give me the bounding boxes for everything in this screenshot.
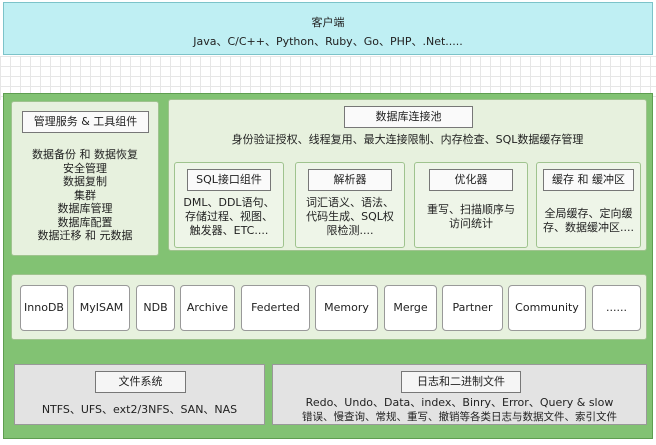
cache-title: 缓存 和 缓冲区 bbox=[543, 169, 634, 191]
filesystem-desc: NTFS、UFS、ext2/3NFS、SAN、NAS bbox=[41, 403, 238, 416]
optimizer-line: 重写、扫描顺序与 bbox=[427, 203, 515, 216]
sql-interface-desc: DML、DDL语句、 存储过程、视图、 触发器、ETC.... bbox=[175, 196, 283, 238]
sql-interface-line: 存储过程、视图、 bbox=[185, 210, 273, 223]
engine-federted: Federted bbox=[241, 285, 310, 331]
connection-pool-title: 数据库连接池 bbox=[344, 106, 473, 128]
management-item: 集群 bbox=[74, 188, 96, 202]
management-item: 数据库配置 bbox=[57, 215, 113, 229]
engine-merge: Merge bbox=[384, 285, 437, 331]
logs-line2: 错误、慢查询、常规、重写、撤销等各类日志与数据文件、索引文件 bbox=[302, 411, 617, 423]
management-item: 安全管理 bbox=[63, 161, 107, 175]
client-title: 客户端 bbox=[311, 16, 345, 29]
parser-desc: 词汇语义、语法、 代码生成、SQL权 限检测.... bbox=[296, 196, 404, 238]
parser-title: 解析器 bbox=[308, 169, 392, 191]
client-languages: Java、C/C++、Python、Ruby、Go、PHP、.Net..... bbox=[193, 35, 463, 48]
engine-myisam: MyISAM bbox=[73, 285, 130, 331]
cache-desc: 全局缓存、定向缓 存、数据缓冲区.... bbox=[537, 207, 640, 235]
connection-pool-panel: 数据库连接池 身份验证授权、线程复用、最大连接限制、内存检查、SQL数据缓存管理… bbox=[168, 99, 647, 251]
management-item: 数据复制 bbox=[63, 175, 107, 188]
optimizer-desc: 重写、扫描顺序与 访问统计 bbox=[415, 203, 527, 231]
cache-line: 全局缓存、定向缓 bbox=[544, 207, 633, 220]
management-panel: 管理服务 & 工具组件 数据备份 和 数据恢复 安全管理 数据复制 集群 数据库… bbox=[11, 101, 159, 256]
optimizer-title: 优化器 bbox=[429, 169, 513, 191]
logs-title: 日志和二进制文件 bbox=[401, 371, 521, 393]
engine-ndb: NDB bbox=[136, 285, 175, 331]
engine-community: Community bbox=[508, 285, 586, 331]
sql-interface-line: DML、DDL语句、 bbox=[183, 196, 275, 209]
parser-panel: 解析器 词汇语义、语法、 代码生成、SQL权 限检测.... bbox=[295, 162, 405, 248]
engine-memory: Memory bbox=[315, 285, 378, 331]
sql-interface-line: 触发器、ETC.... bbox=[189, 224, 269, 237]
connection-pool-desc: 身份验证授权、线程复用、最大连接限制、内存检查、SQL数据缓存管理 bbox=[231, 133, 584, 146]
optimizer-panel: 优化器 重写、扫描顺序与 访问统计 bbox=[414, 162, 528, 248]
management-title: 管理服务 & 工具组件 bbox=[22, 111, 149, 133]
storage-engine-panel: InnoDB MyISAM NDB Archive Federted Memor… bbox=[11, 274, 647, 340]
cache-line: 存、数据缓冲区.... bbox=[543, 221, 634, 234]
engine-archive: Archive bbox=[180, 285, 235, 331]
parser-line: 词汇语义、语法、 bbox=[306, 196, 394, 209]
optimizer-line: 访问统计 bbox=[449, 217, 493, 230]
logs-line1: Redo、Undo、Data、index、Binry、Error、Query &… bbox=[305, 396, 614, 409]
logs-panel: 日志和二进制文件 Redo、Undo、Data、index、Binry、Erro… bbox=[272, 364, 647, 425]
management-item: 数据备份 和 数据恢复 bbox=[32, 148, 138, 161]
grid-background bbox=[0, 56, 656, 100]
engine-more: ...... bbox=[592, 285, 641, 331]
management-item: 数据迁移 和 元数据 bbox=[37, 229, 133, 242]
sql-interface-title: SQL接口组件 bbox=[187, 169, 271, 191]
management-item: 数据库管理 bbox=[57, 202, 113, 215]
filesystem-title: 文件系统 bbox=[95, 371, 186, 393]
cache-panel: 缓存 和 缓冲区 全局缓存、定向缓 存、数据缓冲区.... bbox=[536, 162, 641, 248]
client-layer: 客户端 Java、C/C++、Python、Ruby、Go、PHP、.Net..… bbox=[3, 2, 653, 55]
management-items: 数据备份 和 数据恢复 安全管理 数据复制 集群 数据库管理 数据库配置 数据迁… bbox=[12, 148, 158, 243]
sql-interface-panel: SQL接口组件 DML、DDL语句、 存储过程、视图、 触发器、ETC.... bbox=[174, 162, 284, 248]
server-layer: 管理服务 & 工具组件 数据备份 和 数据恢复 安全管理 数据复制 集群 数据库… bbox=[3, 93, 653, 439]
engine-innodb: InnoDB bbox=[20, 285, 68, 331]
parser-line: 代码生成、SQL权 bbox=[306, 210, 394, 223]
engine-partner: Partner bbox=[442, 285, 503, 331]
filesystem-panel: 文件系统 NTFS、UFS、ext2/3NFS、SAN、NAS bbox=[14, 364, 265, 425]
parser-line: 限检测.... bbox=[326, 224, 374, 237]
